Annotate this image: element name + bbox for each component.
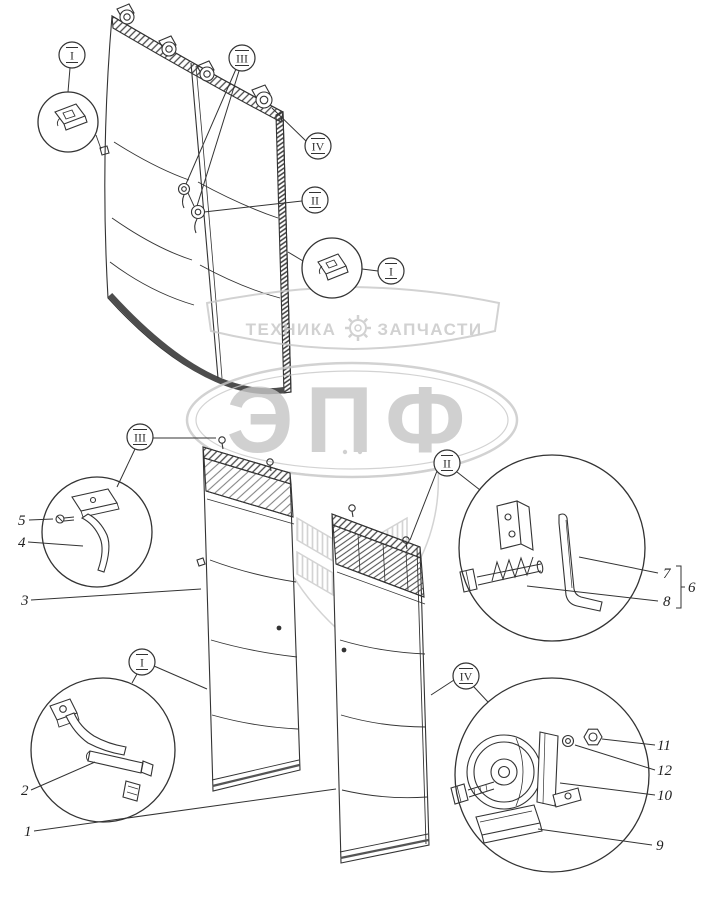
part-number-5: 5 — [18, 513, 26, 529]
callout-bottom-left: I — [128, 648, 208, 690]
left-curtain-hooks — [218, 436, 274, 472]
logo-text: ЭПФ — [227, 367, 478, 472]
latch-arm — [65, 712, 127, 756]
banner-outline — [205, 285, 501, 351]
leader-part-11 — [601, 738, 656, 746]
top-curtain-divider — [190, 62, 223, 379]
left-curtain-knob — [276, 625, 282, 631]
watermark-banner: ТЕХНИКА ЗАПЧАСТИ — [205, 285, 501, 351]
leader-part-12 — [574, 744, 656, 771]
svg-text:IV: IV — [312, 140, 325, 154]
callouts: I III IV II I — [58, 41, 489, 703]
leader-part-2 — [30, 761, 96, 791]
top-curtain-right-edge-band — [275, 111, 292, 394]
part-number-12: 12 — [657, 763, 673, 779]
leader-part-5 — [28, 518, 54, 521]
leader-part-8 — [526, 585, 659, 602]
svg-text:I: I — [389, 265, 393, 279]
pull-cord-mechanism — [177, 182, 206, 234]
detail-hook-fastener — [41, 476, 153, 588]
pulley-disc — [466, 734, 542, 810]
left-door-curtain — [196, 436, 301, 792]
part-number-4: 4 — [18, 535, 26, 551]
roller-bracket-2 — [158, 35, 177, 57]
edge-clip — [196, 557, 206, 567]
part-number-1: 1 — [24, 824, 32, 840]
right-curtain-edge-line — [416, 547, 427, 845]
banner-text-right: ЗАПЧАСТИ — [377, 320, 482, 339]
callout-mid-left: III — [116, 423, 216, 488]
callout-top-detail-right: I — [361, 257, 405, 285]
right-curtain-hooks — [348, 504, 410, 550]
part-number-10: 10 — [657, 788, 673, 804]
part-number-8: 8 — [663, 594, 671, 610]
washer — [561, 734, 575, 748]
roller-bracket-1 — [116, 3, 135, 25]
detail-roller-end — [450, 677, 650, 873]
axle-bolt — [450, 781, 495, 805]
callout-mid-right: II — [409, 449, 481, 541]
mount-bracket — [536, 731, 582, 808]
leader-lines — [27, 518, 685, 846]
bolt-with-spring — [459, 556, 544, 593]
roller-bracket-3 — [196, 60, 215, 82]
banner-text-left: ТЕХНИКА — [246, 320, 337, 339]
svg-text:III: III — [134, 431, 146, 445]
detail-clip-right — [287, 237, 363, 299]
small-bracket — [122, 780, 141, 802]
left-curtain-bottom-hem — [211, 759, 300, 781]
leader-part-4 — [27, 541, 84, 547]
detail-handle-latch — [30, 677, 176, 823]
logo-dot — [357, 449, 363, 455]
leader-part-7 — [578, 556, 659, 574]
right-curtain-knob — [341, 647, 347, 653]
svg-text:IV: IV — [460, 670, 473, 684]
top-curtain-bottom-band — [107, 292, 285, 395]
right-curtain-bottom-hem — [339, 833, 429, 853]
part-number-3: 3 — [20, 593, 29, 609]
part-number-2: 2 — [21, 783, 29, 799]
hook-part — [80, 513, 110, 573]
gear-icon — [345, 315, 371, 341]
channel-cap — [475, 804, 543, 844]
svg-text:I: I — [70, 49, 74, 63]
door-curtains — [196, 436, 430, 864]
detail-latch-bracket — [458, 454, 646, 642]
screw-part — [55, 514, 75, 524]
part-number-11: 11 — [657, 738, 671, 754]
roller-bracket-4 — [251, 84, 273, 109]
edge-clip — [99, 145, 110, 156]
callout-bottom-right: IV — [430, 662, 489, 703]
bracket-part-6 — [676, 565, 685, 609]
part-number-7: 7 — [663, 566, 672, 582]
part-numbers: 5 4 3 2 1 7 6 8 11 12 10 9 — [18, 513, 696, 854]
svg-text:II: II — [311, 194, 319, 208]
svg-text:III: III — [236, 52, 248, 66]
leader-part-3 — [30, 588, 202, 601]
svg-text:I: I — [140, 656, 144, 670]
leader-part-10 — [559, 782, 656, 796]
handle-strap — [85, 750, 154, 777]
left-curtain-fold-lines — [209, 559, 299, 730]
logo-dot — [342, 449, 348, 455]
nut — [583, 728, 603, 746]
part-number-9: 9 — [656, 838, 664, 854]
svg-text:II: II — [443, 457, 451, 471]
right-door-curtain — [331, 504, 430, 864]
watermark-logo: ЭПФ — [185, 361, 519, 479]
latch-plate — [49, 698, 80, 728]
callout-top-left: I — [58, 41, 86, 93]
bracket-plate — [496, 500, 534, 551]
callout-top-right-upper: IV — [271, 107, 332, 160]
right-curtain-fold-lines — [339, 639, 428, 799]
detail-clip-top-left — [37, 91, 102, 153]
leader-part-9 — [537, 828, 653, 846]
l-strap — [558, 513, 603, 612]
part-number-6: 6 — [688, 580, 696, 596]
leader-part-1 — [33, 788, 337, 832]
callout-top-center: III — [185, 44, 256, 207]
callout-top-right-lower: II — [203, 186, 329, 214]
top-curtain-fold-lines — [109, 141, 281, 306]
